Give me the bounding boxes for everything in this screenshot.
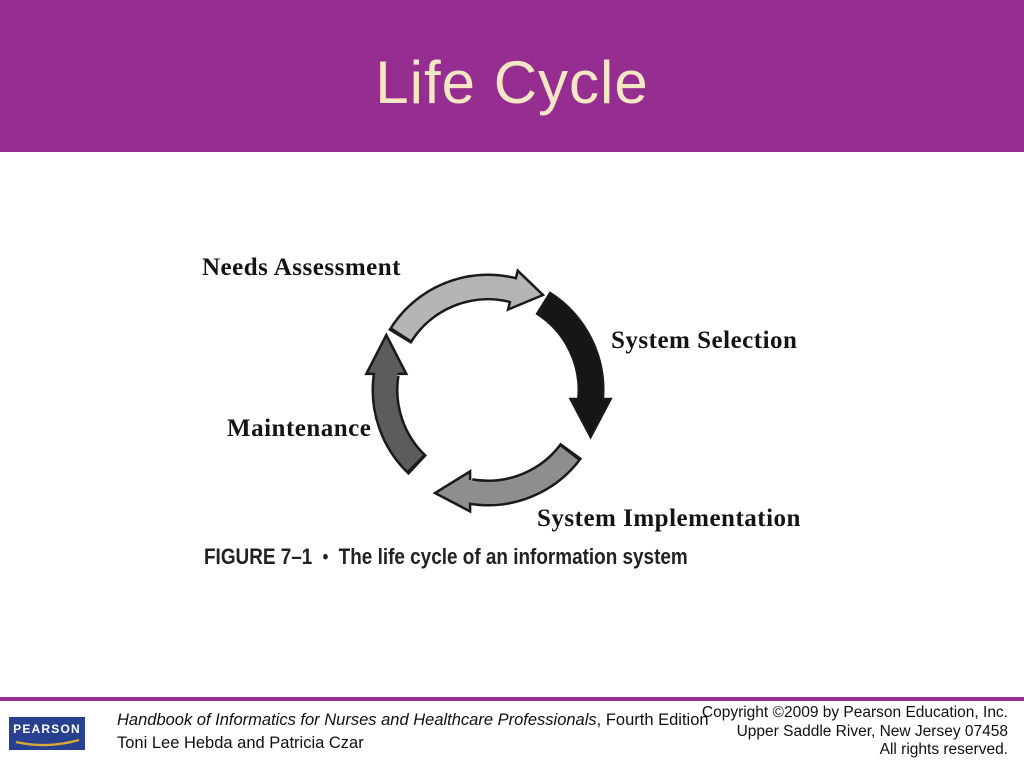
maintenance-arrow [364,332,428,476]
slide-title: Life Cycle [375,48,649,116]
book-info: Handbook of Informatics for Nurses and H… [117,709,709,754]
copyright-block: Copyright ©2009 by Pearson Education, In… [702,704,1008,760]
book-title-line: Handbook of Informatics for Nurses and H… [117,709,709,732]
slide-header: Life Cycle [0,0,1024,152]
system-selection-arrow [535,291,613,440]
label-needs-assessment: Needs Assessment [202,254,401,281]
caption-bullet-icon: • [322,547,329,568]
system-implementation-arrow [432,442,583,514]
label-system-selection: System Selection [611,327,798,354]
pearson-logo: PEARSON [9,717,85,750]
copyright-line: All rights reserved. [879,741,1008,758]
figure-caption-text: The life cycle of an information system [338,544,688,569]
pearson-swoosh-icon [15,738,80,747]
needs-assessment-arrow [388,268,546,345]
copyright-line: Copyright ©2009 by Pearson Education, In… [701,704,1008,721]
label-system-implementation: System Implementation [537,505,801,532]
label-maintenance: Maintenance [227,415,372,442]
footer-divider [0,697,1024,701]
figure-number: FIGURE 7–1 [204,544,313,569]
copyright-line: Upper Saddle River, New Jersey 07458 [736,722,1008,740]
book-authors: Toni Lee Hebda and Patricia Czar [117,733,364,752]
arrow-head-icon [568,397,613,440]
book-title-italic: Handbook of Informatics for Nurses and H… [117,711,597,729]
pearson-logo-text: PEARSON [13,722,81,736]
arrow-head-icon [364,332,409,376]
lifecycle-cycle-diagram [364,268,613,514]
book-edition: , Fourth Edition [596,711,709,729]
figure-caption: FIGURE 7–1 • The life cycle of an informat… [204,544,688,570]
